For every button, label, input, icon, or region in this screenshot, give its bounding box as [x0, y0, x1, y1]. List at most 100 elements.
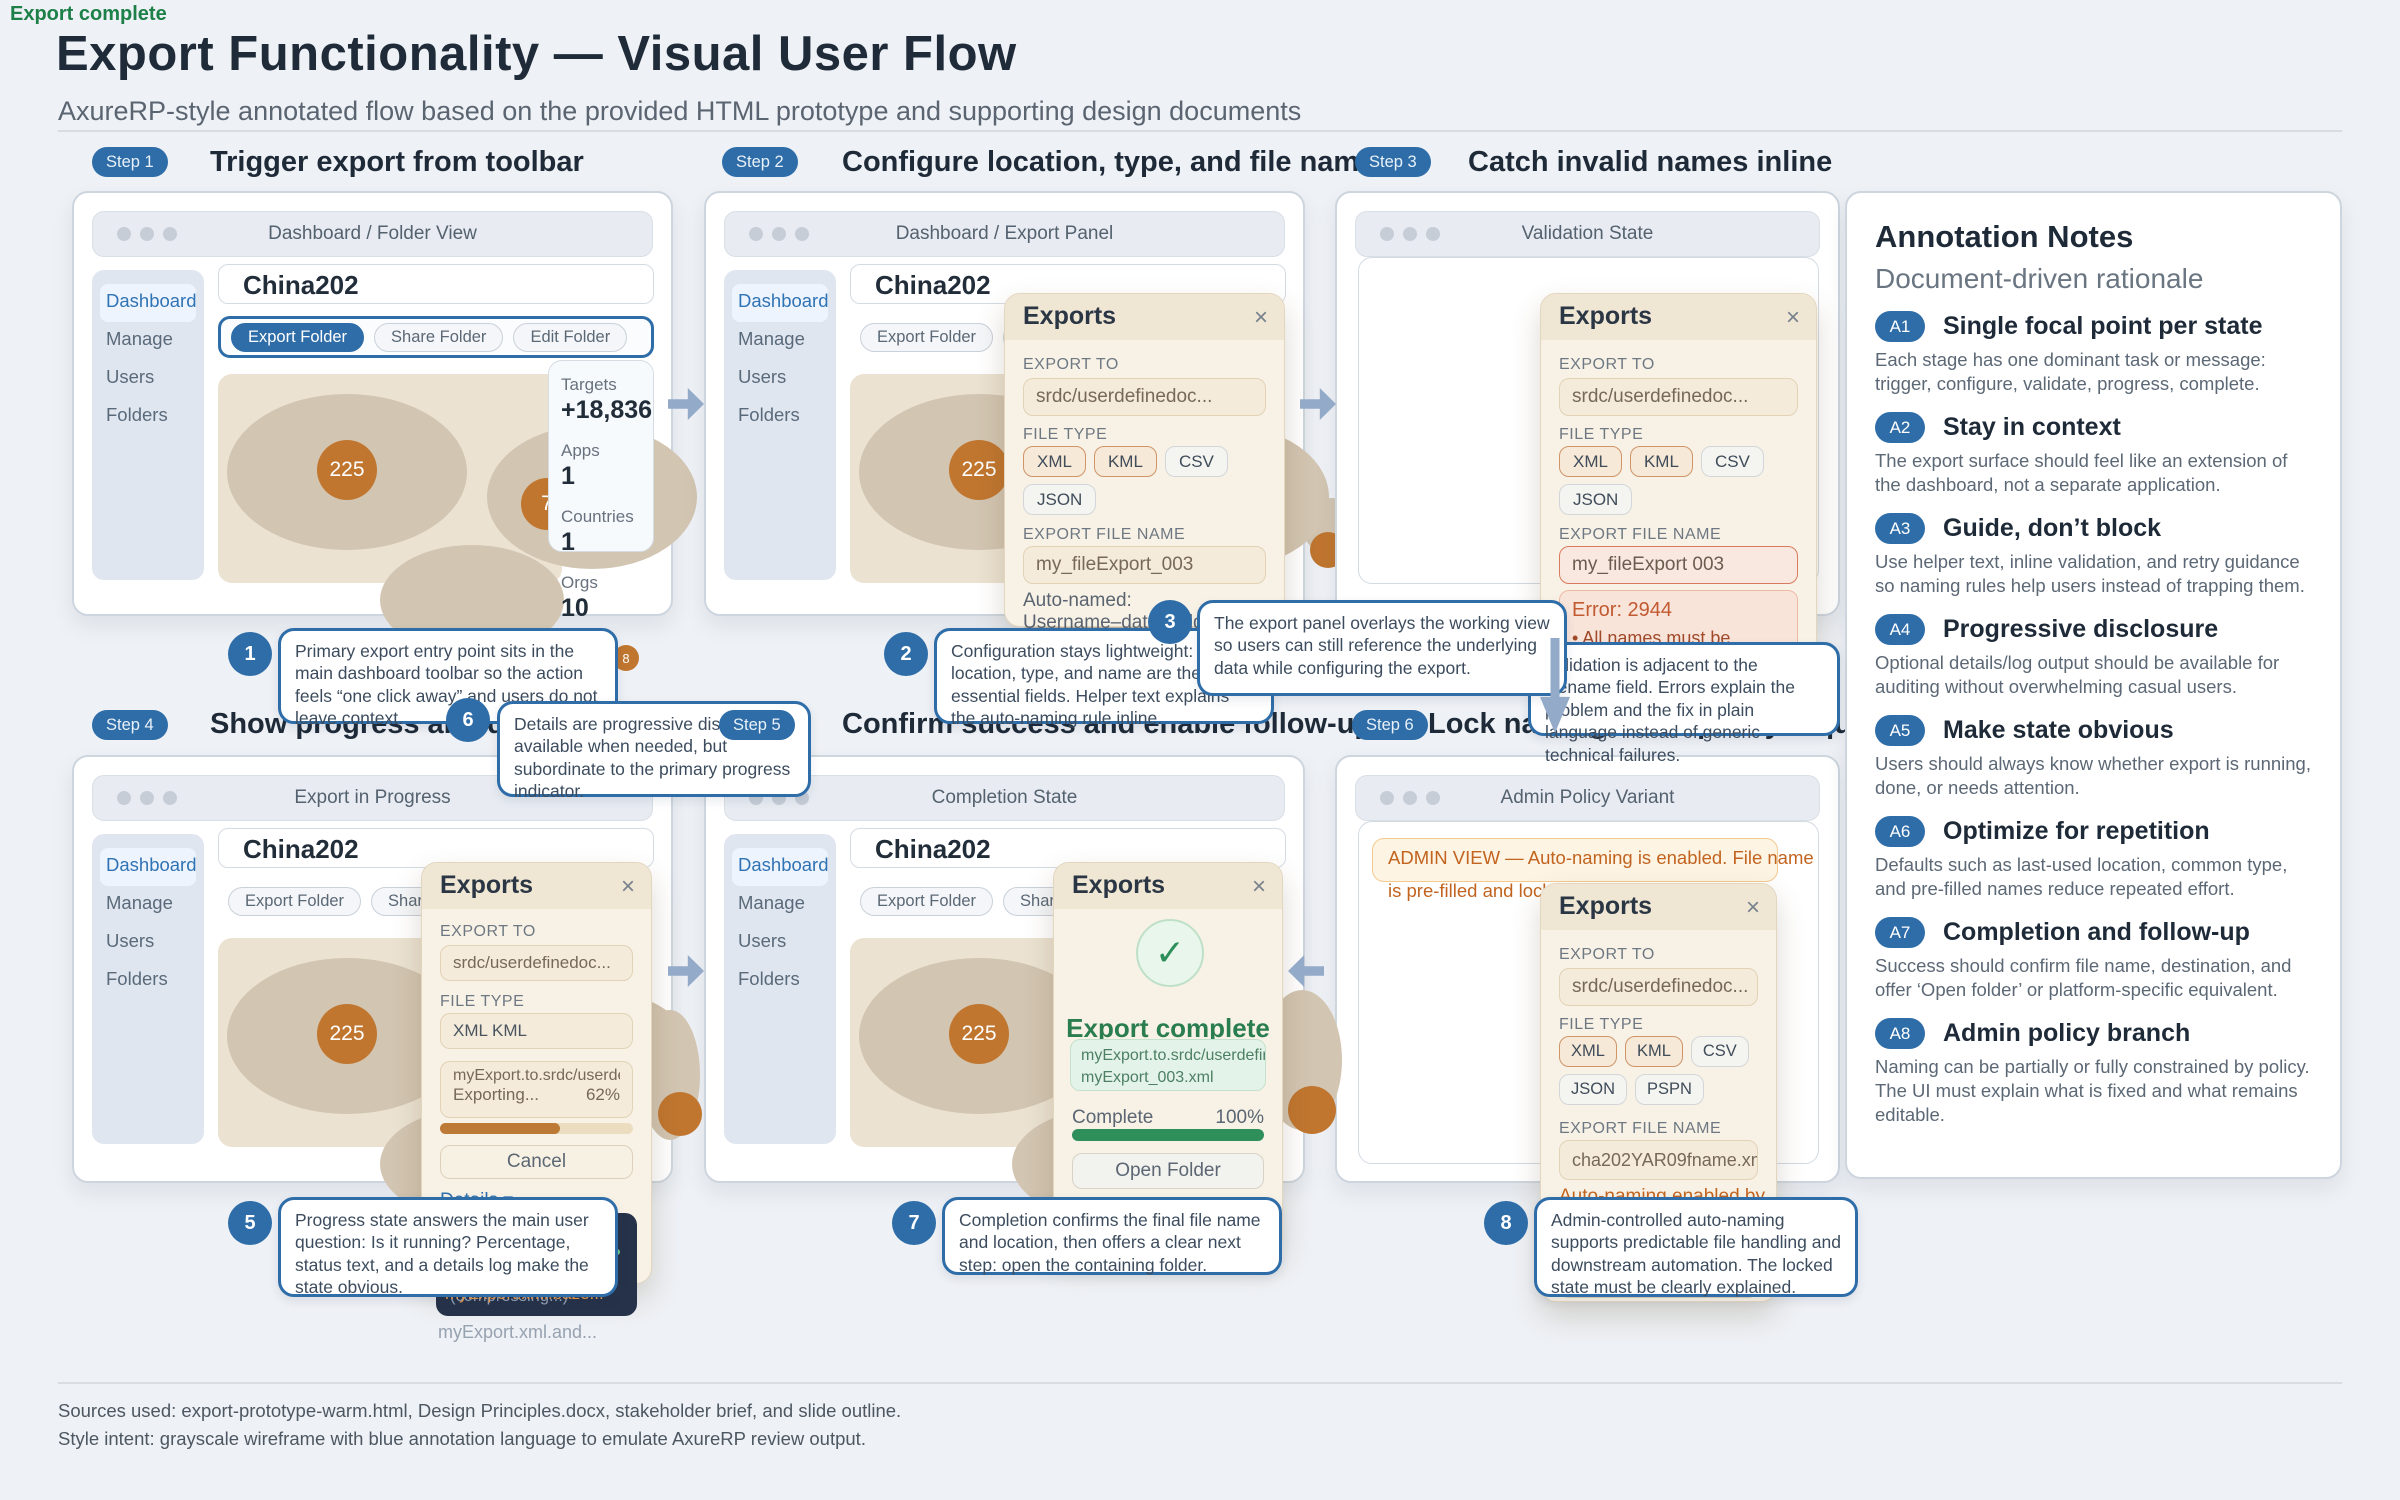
note-heading: Make state obvious — [1943, 716, 2174, 744]
page-subtitle: AxureRP-style annotated flow based on th… — [58, 96, 1302, 126]
close-icon[interactable]: × — [1745, 894, 1760, 921]
sidebar-item-manage[interactable]: Manage — [738, 892, 805, 913]
window-title: Dashboard / Export Panel — [895, 223, 1114, 244]
file-type-json[interactable]: JSON — [1559, 484, 1633, 515]
sidebar-item-users[interactable]: Users — [738, 366, 787, 387]
progress-bar-fill — [1072, 1129, 1264, 1141]
file-name-field[interactable]: my_fileExport_003 — [1023, 546, 1266, 584]
log-overflow-line: myExport.xml.and... — [438, 1322, 598, 1342]
sidebar-item-users[interactable]: Users — [738, 930, 787, 951]
exports-title: Exports — [1559, 302, 1653, 330]
window-dots — [117, 227, 177, 241]
sidebar-item-users[interactable]: Users — [106, 930, 155, 951]
annotation-notes-panel: Annotation Notes Document-driven rationa… — [1845, 191, 2342, 1179]
file-type-kml[interactable]: KML — [1624, 1036, 1683, 1067]
open-folder-button[interactable]: Open Folder — [1072, 1153, 1264, 1189]
note-body: Use helper text, inline validation, and … — [1875, 551, 2305, 596]
sidebar-item-users[interactable]: Users — [106, 366, 155, 387]
exports-title: Exports — [440, 871, 534, 899]
note-body: The export surface should feel like an e… — [1875, 450, 2288, 495]
file-type-pspn[interactable]: PSPN — [1635, 1074, 1704, 1105]
export-folder-button[interactable]: Export Folder — [860, 322, 994, 352]
export-to-label: EXPORT TO — [440, 923, 536, 940]
export-folder-button[interactable]: Export Folder — [228, 886, 362, 916]
note-badge: A4 — [1875, 614, 1925, 645]
map-spill-decor — [658, 1092, 702, 1136]
note-body: Optional details/log output should be av… — [1875, 652, 2280, 697]
file-type-xml[interactable]: XML — [1023, 446, 1086, 477]
stat-label: Orgs — [561, 573, 598, 592]
file-type-csv[interactable]: CSV — [1164, 446, 1228, 477]
stat-label: Countries — [561, 507, 634, 526]
folder-toolbar-highlight: Export Folder Share Folder Edit Folder — [218, 316, 654, 358]
file-type-csv[interactable]: CSV — [1700, 446, 1764, 477]
sidebar-item-folders[interactable]: Folders — [738, 968, 800, 989]
window-title: Export in Progress — [294, 787, 451, 808]
step2-badge: Step 2 — [722, 147, 798, 177]
file-type-xml[interactable]: XML — [1559, 446, 1622, 477]
export-to-field[interactable]: srdc/userdefinedoc... — [440, 945, 633, 981]
note-heading: Completion and follow-up — [1943, 918, 2250, 946]
progress-bar — [440, 1123, 633, 1134]
share-folder-button[interactable]: Share Folder — [374, 322, 504, 352]
sidebar-item-manage[interactable]: Manage — [106, 328, 173, 349]
cancel-button[interactable]: Cancel — [440, 1145, 633, 1179]
file-type-kml[interactable]: KML — [1093, 446, 1157, 477]
note-body: Defaults such as last-used location, com… — [1875, 854, 2288, 899]
callout-2-number: 2 — [884, 632, 928, 676]
complete-label: Complete — [1072, 1107, 1154, 1128]
admin-banner — [1372, 838, 1778, 882]
folder-title: China202 — [850, 828, 1286, 868]
export-to-field[interactable]: srdc/userdefinedoc... — [1559, 378, 1798, 416]
note-body: Success should confirm file name, destin… — [1875, 955, 2292, 1000]
export-to-field[interactable]: srdc/userdefinedoc... — [1559, 968, 1758, 1006]
note-badge: A7 — [1875, 917, 1925, 948]
callout-7-number: 7 — [892, 1201, 936, 1245]
sidebar-item-dashboard[interactable]: Dashboard — [732, 284, 829, 322]
file-type-csv[interactable]: CSV — [1690, 1036, 1749, 1067]
exports-panel-configure: Exports × EXPORT TO srdc/userdefinedoc..… — [1004, 293, 1285, 633]
sidebar-item-dashboard[interactable]: Dashboard — [732, 848, 829, 886]
file-type-json[interactable]: JSON — [1023, 484, 1097, 515]
progress-percent: 62% — [585, 1085, 620, 1104]
callout-3-number: 3 — [1148, 600, 1192, 644]
note-heading: Optimize for repetition — [1943, 817, 2210, 845]
stats-card: Targets +18,836 Apps 1 Countries 1 Orgs … — [548, 360, 654, 622]
footer-sources: Sources used: export-prototype-warm.html… — [58, 1400, 902, 1421]
success-path-box: myExport.to.srdc/userdefined/ myExport_0… — [1070, 1039, 1266, 1091]
callout-4: Validation is adjacent to the filename f… — [1528, 642, 1840, 765]
export-folder-button[interactable]: Export Folder — [860, 886, 994, 916]
stat-value: 10 — [561, 594, 589, 622]
progress-bar-fill — [440, 1123, 560, 1134]
window-title: Completion State — [931, 787, 1078, 808]
file-type-xml[interactable]: XML — [1559, 1036, 1617, 1067]
close-icon[interactable]: × — [1251, 873, 1266, 900]
sidebar-item-dashboard[interactable]: Dashboard — [100, 284, 197, 322]
sidebar-item-folders[interactable]: Folders — [738, 404, 800, 425]
file-name-field-invalid[interactable]: my_fileExport 003 — [1559, 546, 1798, 584]
sidebar-item-dashboard[interactable]: Dashboard — [100, 848, 197, 886]
sidebar-item-folders[interactable]: Folders — [106, 404, 168, 425]
close-icon[interactable]: × — [620, 873, 635, 900]
file-type-kml[interactable]: KML — [1629, 446, 1693, 477]
progress-status-box: myExport.to.srdc/userdefined... Exportin… — [440, 1061, 633, 1118]
close-icon[interactable]: × — [1253, 304, 1268, 331]
export-folder-button[interactable]: Export Folder — [231, 322, 365, 352]
sidebar-item-manage[interactable]: Manage — [738, 328, 805, 349]
sidebar-item-manage[interactable]: Manage — [106, 892, 173, 913]
export-to-label: EXPORT TO — [1559, 356, 1655, 373]
file-type-json[interactable]: JSON — [1559, 1074, 1628, 1105]
success-headline: Export complete — [1066, 1013, 1270, 1043]
close-icon[interactable]: × — [1785, 304, 1800, 331]
flow-arrow-right-icon — [668, 388, 704, 420]
window-titlebar: Export in Progress — [92, 775, 653, 821]
flow-arrow-right-icon — [668, 955, 704, 987]
note-body: Each stage has one dominant task or mess… — [1875, 349, 2266, 394]
export-to-field[interactable]: srdc/userdefinedoc... — [1023, 378, 1266, 416]
step4-badge: Step 4 — [92, 710, 168, 740]
sidebar-item-folders[interactable]: Folders — [106, 968, 168, 989]
edit-folder-button[interactable]: Edit Folder — [513, 322, 628, 352]
